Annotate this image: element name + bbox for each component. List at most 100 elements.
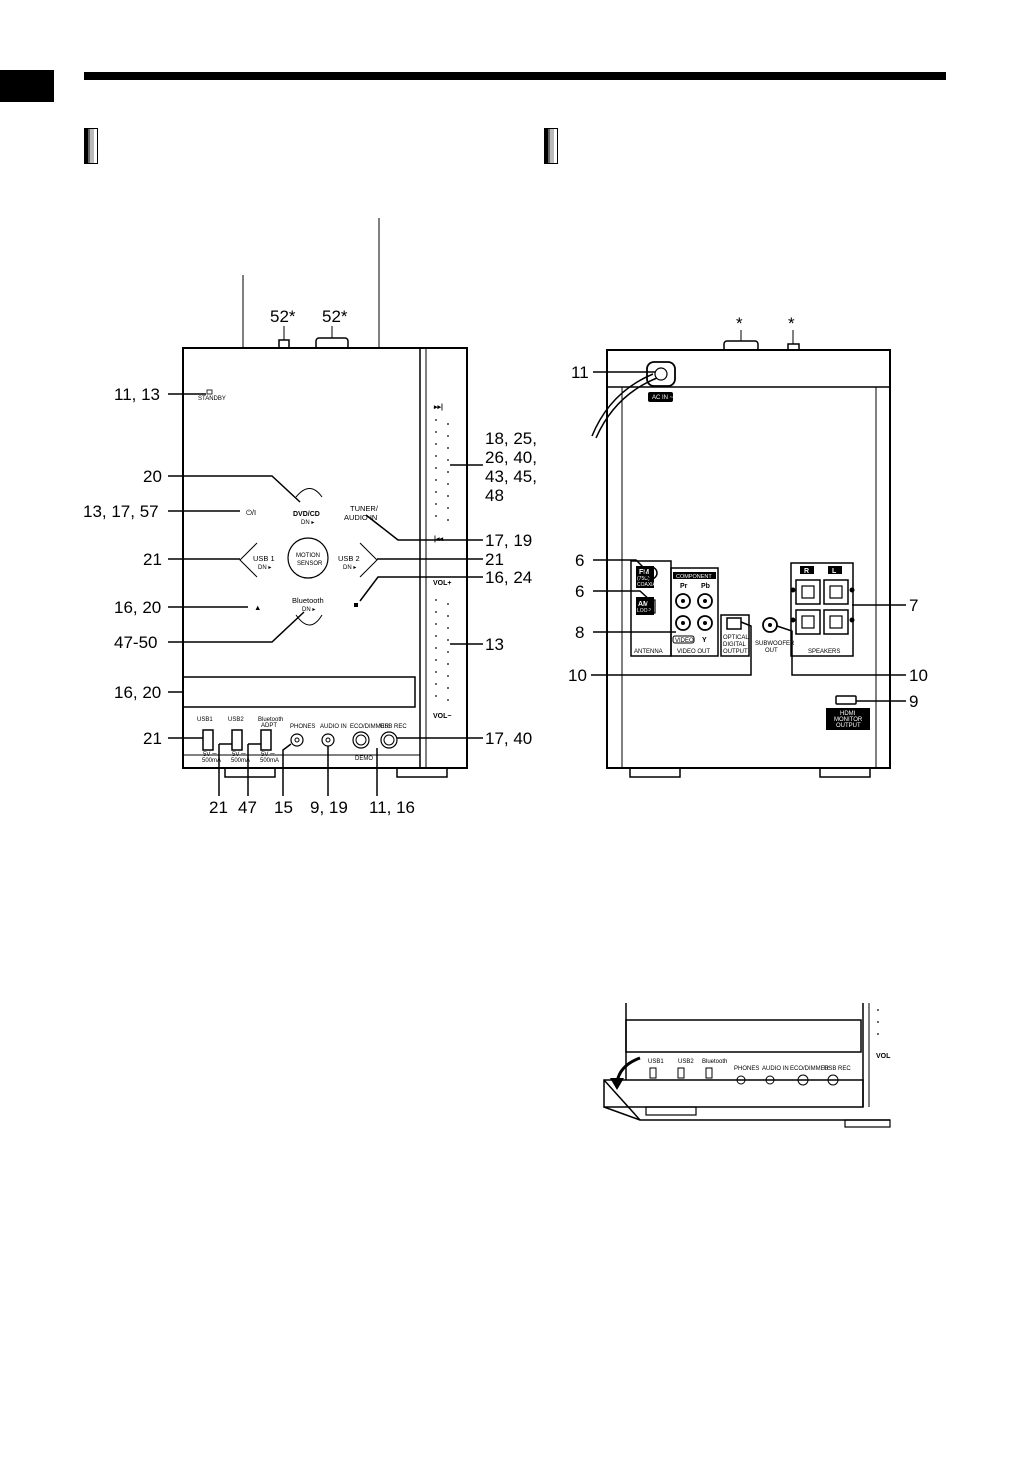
callout-usb1: 21 bbox=[143, 550, 162, 569]
eject-button[interactable]: ▲ bbox=[254, 603, 261, 612]
svg-text:ECO/DIMMER: ECO/DIMMER bbox=[790, 1066, 830, 1072]
next-track-label: ▸▸| bbox=[433, 404, 443, 411]
speaker-terminal-l-minus bbox=[823, 609, 849, 635]
svg-text:VIDEO: VIDEO bbox=[675, 638, 694, 644]
svg-text:PHONES: PHONES bbox=[734, 1066, 759, 1072]
svg-text:OUT: OUT bbox=[765, 648, 778, 654]
svg-text:Bluetooth: Bluetooth bbox=[702, 1059, 727, 1065]
callout-rear-top-1: * bbox=[736, 314, 743, 333]
svg-text:Y: Y bbox=[702, 637, 707, 644]
callout-rear-optical: 10 bbox=[568, 666, 587, 685]
top-rule bbox=[84, 72, 946, 80]
svg-text:SUBWOOFER: SUBWOOFER bbox=[755, 641, 795, 647]
svg-text:OUTPUT: OUTPUT bbox=[836, 723, 861, 729]
callout-tuner: 17, 19 bbox=[485, 531, 532, 550]
callout-bluetooth: 47-50 bbox=[114, 633, 157, 652]
callout-bottom-phones: 15 bbox=[274, 798, 293, 817]
fm-coaxial-jack bbox=[644, 566, 658, 580]
svg-text:OUTPUT: OUTPUT bbox=[723, 649, 748, 655]
front-section-marker bbox=[84, 128, 98, 164]
video-jack bbox=[675, 615, 691, 631]
callout-next-2: 26, 40, bbox=[485, 448, 537, 467]
y-jack bbox=[697, 615, 713, 631]
detail-disc-slot bbox=[625, 1019, 862, 1053]
callout-standby: 11, 13 bbox=[114, 385, 160, 404]
svg-text:USB2: USB2 bbox=[678, 1059, 694, 1065]
bluetooth-button[interactable]: Bluetooth bbox=[292, 596, 324, 605]
usb-rec-button[interactable] bbox=[380, 731, 398, 749]
callout-rear-am: 6 bbox=[575, 582, 584, 601]
svg-text:L: L bbox=[832, 568, 837, 575]
svg-text:HDMI: HDMI bbox=[840, 711, 856, 717]
svg-text:(75Ω): (75Ω) bbox=[637, 576, 650, 582]
svg-text:5V ⎓: 5V ⎓ bbox=[261, 752, 275, 758]
callout-rear-top-2: * bbox=[788, 314, 795, 333]
svg-text:DN ▸: DN ▸ bbox=[343, 565, 356, 571]
svg-text:R: R bbox=[804, 568, 809, 575]
callout-power: 13, 17, 57 bbox=[83, 502, 159, 521]
svg-text:USB1: USB1 bbox=[648, 1059, 664, 1065]
callout-bottom-bt: 47 bbox=[238, 798, 257, 817]
usb1-button[interactable]: USB 1 bbox=[253, 554, 275, 563]
svg-text:SENSOR: SENSOR bbox=[297, 561, 323, 567]
front-cover-detail-diagram: VOL USB1 USB2 Bluetooth PHONES AUDIO IN … bbox=[603, 1003, 891, 1128]
standby-label: STANDBY bbox=[198, 396, 226, 402]
callout-disc-slot: 16, 20 bbox=[114, 683, 161, 702]
callout-next-1: 18, 25, bbox=[485, 429, 537, 448]
callout-vol: 13 bbox=[485, 635, 504, 654]
ac-inlet bbox=[646, 361, 676, 387]
svg-text:DN ▸: DN ▸ bbox=[258, 565, 271, 571]
power-cord bbox=[595, 377, 658, 439]
usb2-button[interactable]: USB 2 bbox=[338, 554, 360, 563]
bluetooth-adapter-port bbox=[260, 729, 272, 751]
ac-in-label: AC IN ~ bbox=[652, 395, 674, 401]
svg-text:5V ⎓: 5V ⎓ bbox=[203, 752, 217, 758]
front-body bbox=[182, 347, 468, 769]
usb1-port bbox=[202, 729, 214, 751]
svg-text:ADPT: ADPT bbox=[261, 723, 277, 729]
svg-text:USB REC: USB REC bbox=[824, 1066, 851, 1072]
callout-bottom-audio-in: 9, 19 bbox=[310, 798, 348, 817]
svg-text:LOOP: LOOP bbox=[637, 608, 652, 614]
motion-sensor bbox=[287, 537, 329, 579]
rear-panel-diagram: * * AC IN ~ FM (75Ω) COAXIAL AM LOOP ANT… bbox=[568, 314, 928, 778]
speaker-terminal-r-plus bbox=[795, 579, 821, 605]
speaker-grille-lower bbox=[435, 599, 449, 701]
video-out-panel bbox=[670, 567, 719, 657]
svg-text:ECO/DIMMER: ECO/DIMMER bbox=[350, 724, 390, 730]
svg-text:USB REC: USB REC bbox=[380, 724, 407, 730]
svg-text:MONITOR: MONITOR bbox=[834, 717, 863, 723]
svg-text:USB2: USB2 bbox=[228, 717, 244, 723]
svg-text:Pb: Pb bbox=[701, 583, 710, 590]
svg-text:VIDEO OUT: VIDEO OUT bbox=[677, 649, 710, 655]
callout-rear-speakers: 7 bbox=[909, 596, 918, 615]
svg-text:DIGITAL: DIGITAL bbox=[723, 642, 747, 648]
subwoofer-jack bbox=[762, 617, 778, 633]
phones-jack bbox=[290, 733, 304, 747]
svg-text:DN ▸: DN ▸ bbox=[301, 520, 314, 526]
svg-text:PHONES: PHONES bbox=[290, 724, 315, 730]
callout-dvd-cd: 20 bbox=[143, 467, 162, 486]
tuner-button[interactable]: TUNER/ bbox=[350, 504, 379, 513]
svg-text:DN ▸: DN ▸ bbox=[302, 607, 315, 613]
optical-output-panel bbox=[720, 614, 750, 657]
svg-text:OPTICAL: OPTICAL bbox=[723, 635, 749, 641]
rear-body bbox=[606, 349, 891, 769]
callout-usb1-port: 21 bbox=[143, 729, 162, 748]
speaker-terminal-l-plus bbox=[823, 579, 849, 605]
callout-usb2: 21 bbox=[485, 550, 504, 569]
power-button[interactable]: ⏻/I bbox=[246, 508, 256, 517]
hdmi-port bbox=[835, 695, 857, 705]
detail-open-cover bbox=[603, 1079, 864, 1108]
page-corner-tab bbox=[0, 70, 54, 102]
stop-indicator bbox=[354, 603, 358, 607]
audio-in-button-label: AUDIO IN bbox=[344, 513, 377, 522]
svg-text:500mA: 500mA bbox=[202, 758, 221, 764]
dvd-cd-button[interactable]: DVD/CD bbox=[293, 511, 320, 518]
svg-text:5V ⎓: 5V ⎓ bbox=[232, 752, 246, 758]
eco-dimmer-button[interactable] bbox=[352, 731, 370, 749]
svg-text:ANTENNA: ANTENNA bbox=[634, 649, 663, 655]
callout-rear-video: 8 bbox=[575, 623, 584, 642]
pr-jack bbox=[675, 593, 691, 609]
